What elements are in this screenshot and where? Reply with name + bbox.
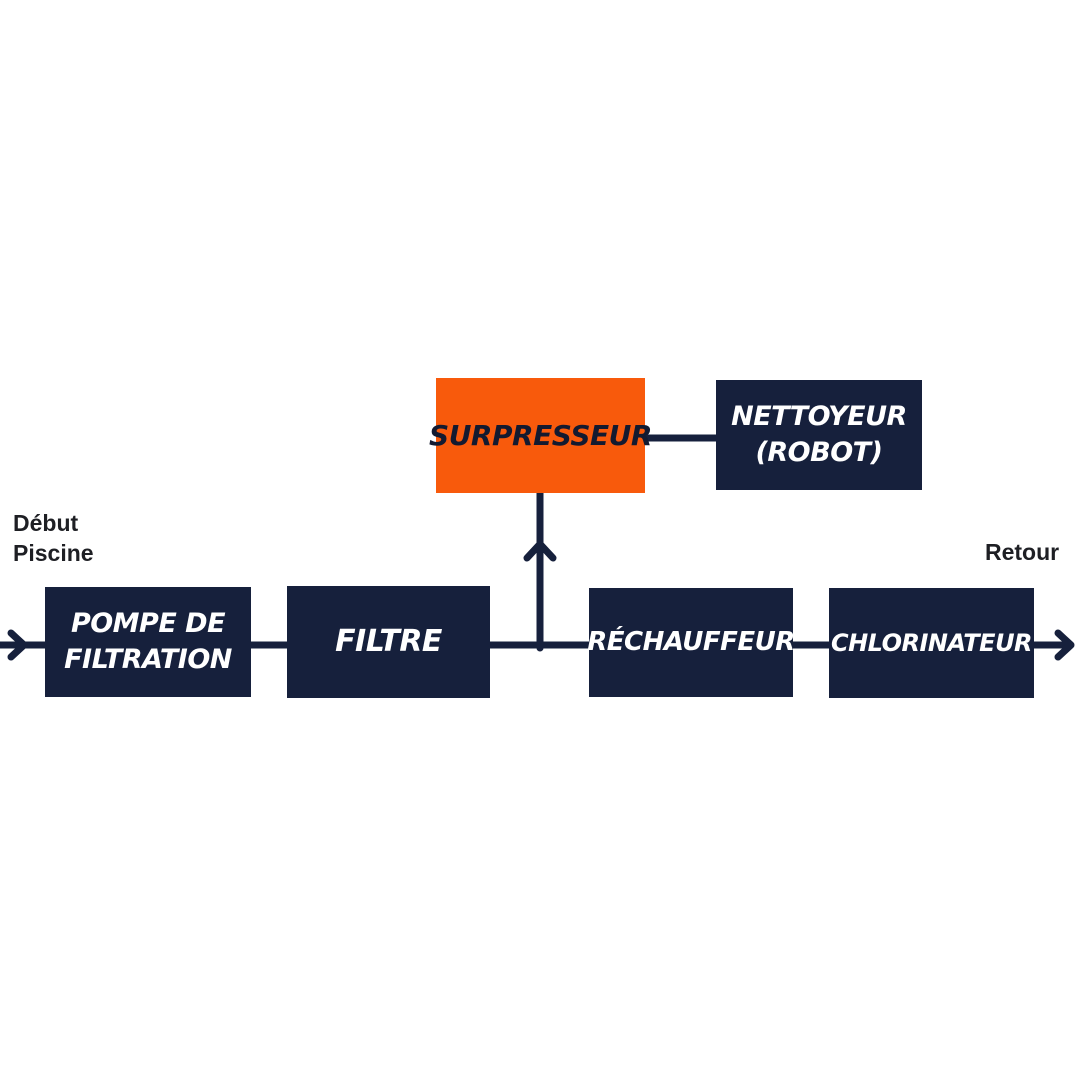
node-rechauffeur-label: RÉCHAUFFEUR — [587, 626, 795, 657]
node-surpresseur-label: SURPRESSEUR — [429, 418, 652, 452]
node-nettoyeur-robot: NETTOYEUR (ROBOT) — [716, 380, 922, 490]
node-filtre-label: FILTRE — [335, 623, 442, 659]
branch-arrowhead-icon — [523, 540, 557, 562]
node-chlorinateur-label: CHLORINATEUR — [830, 628, 1033, 657]
node-filtre: FILTRE — [287, 586, 490, 698]
node-chlorinateur: CHLORINATEUR — [829, 588, 1034, 698]
entry-arrowhead-icon — [7, 629, 28, 661]
node-pompe-de-filtration: POMPE DE FILTRATION — [45, 587, 251, 697]
node-surpresseur: SURPRESSEUR — [429, 378, 652, 493]
node-pompe-de-filtration-label: POMPE DE FILTRATION — [64, 607, 232, 675]
start-label: Début Piscine — [13, 510, 94, 566]
exit-arrowhead-icon — [1054, 629, 1075, 661]
node-nettoyeur-robot-label: NETTOYEUR (ROBOT) — [731, 400, 907, 468]
return-label: Retour — [985, 539, 1060, 565]
node-rechauffeur: RÉCHAUFFEUR — [587, 588, 795, 697]
